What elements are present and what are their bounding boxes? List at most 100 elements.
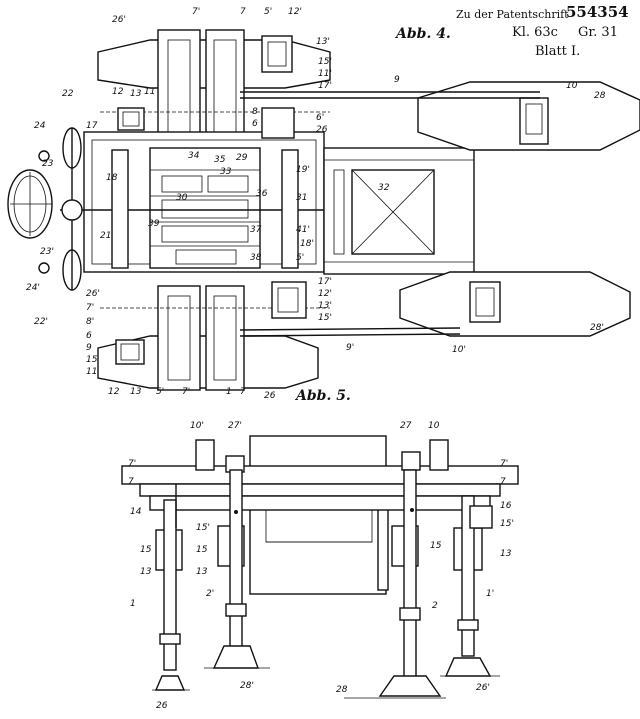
leg-1 bbox=[163, 499, 177, 671]
label5-2: 2 bbox=[432, 601, 438, 611]
label-33: 33 bbox=[220, 167, 232, 177]
label-12-top: 12 bbox=[112, 87, 124, 97]
label-21: 21 bbox=[100, 231, 111, 241]
label-12p-bottom: 12' bbox=[318, 289, 332, 299]
label-23: 23 bbox=[42, 159, 54, 169]
label-5p-bottom: 5' bbox=[156, 387, 164, 397]
label5-26: 26 bbox=[156, 701, 168, 711]
label-9: 9 bbox=[394, 75, 400, 85]
fig5-title: Abb. 5. bbox=[294, 388, 351, 404]
label5-10p: 10' bbox=[190, 421, 204, 431]
label-28p: 28' bbox=[590, 323, 604, 333]
foot-26p bbox=[444, 657, 492, 677]
label-12p-top: 12' bbox=[288, 7, 302, 17]
label-8: 8 bbox=[252, 107, 258, 117]
column-block-12p bbox=[261, 35, 293, 73]
label5-1: 1 bbox=[130, 599, 136, 609]
leg-1p bbox=[461, 495, 475, 657]
label-18: 18 bbox=[106, 173, 118, 183]
label-9-left: 9 bbox=[86, 343, 92, 353]
label-22: 22 bbox=[62, 89, 74, 99]
patent-sheet: Blatt I. bbox=[535, 44, 581, 59]
label5-27: 27 bbox=[400, 421, 412, 431]
label5-15p-right: 15' bbox=[500, 519, 514, 529]
fig5-drawing bbox=[121, 435, 519, 699]
housing-upper-right bbox=[205, 29, 245, 151]
column-block-12 bbox=[117, 107, 145, 131]
label-7-top: 7 bbox=[240, 7, 246, 17]
label-26: 26 bbox=[316, 125, 328, 135]
label-6: 6 bbox=[252, 119, 258, 129]
crossbar-7p bbox=[121, 465, 519, 485]
label-6-left: 6 bbox=[86, 331, 92, 341]
label-17-top: 17 bbox=[86, 121, 98, 131]
label-36: 36 bbox=[256, 189, 268, 199]
label-13p-top: 13' bbox=[316, 37, 330, 47]
label5-27p: 27' bbox=[228, 421, 242, 431]
leg-2p bbox=[229, 469, 243, 649]
label-9p: 9' bbox=[346, 343, 354, 353]
label-26-bottom: 26 bbox=[264, 391, 276, 401]
label-6p: 6' bbox=[316, 113, 324, 123]
label-13-bottom: 13 bbox=[130, 387, 142, 397]
fig5-labels: 10' 27' 27 10 7' 7 7' 7 14 16 15' 15 15'… bbox=[128, 421, 514, 711]
label-34: 34 bbox=[188, 151, 200, 161]
crossbar-7 bbox=[139, 483, 501, 497]
label5-7-left: 7 bbox=[128, 477, 134, 487]
label5-7p-right: 7' bbox=[500, 459, 508, 469]
label-30: 30 bbox=[176, 193, 188, 203]
leg-2 bbox=[403, 469, 417, 679]
label-11p-top: 11' bbox=[318, 69, 332, 79]
label5-16: 16 bbox=[500, 501, 512, 511]
label-37: 37 bbox=[250, 225, 262, 235]
label5-7p-left: 7' bbox=[128, 459, 136, 469]
foot-26 bbox=[154, 675, 186, 691]
label-17p-bottom: 17' bbox=[318, 277, 332, 287]
fig4-labels: 26' 7' 7 5' 12' 13' 15' 11' 17' 9 10 28 … bbox=[26, 7, 606, 404]
label5-28: 28 bbox=[336, 685, 348, 695]
label-39: 39 bbox=[148, 219, 160, 229]
label5-15p-inner: 15' bbox=[196, 523, 210, 533]
foot-28p bbox=[212, 645, 259, 669]
label-11-top: 11 bbox=[144, 87, 155, 97]
label-12-bottom: 12 bbox=[108, 387, 120, 397]
label-15-left: 15 bbox=[86, 355, 98, 365]
label5-13-right: 13 bbox=[500, 549, 512, 559]
label5-10: 10 bbox=[428, 421, 440, 431]
wheel-plate-28p bbox=[399, 271, 631, 337]
label-1: 1 bbox=[226, 387, 232, 397]
label-10p: 10' bbox=[452, 345, 466, 355]
label-41p: 41' bbox=[296, 225, 310, 235]
label5-7-right: 7 bbox=[500, 477, 506, 487]
label-19p: 19' bbox=[296, 165, 310, 175]
label-7p-left: 7' bbox=[86, 303, 94, 313]
label5-14: 14 bbox=[130, 507, 142, 517]
label5-13-left: 13 bbox=[140, 567, 152, 577]
label-15p-bottom: 15' bbox=[318, 313, 332, 323]
label5-15-inner-left: 15 bbox=[196, 545, 208, 555]
label-11-left: 11 bbox=[86, 367, 97, 377]
label-22p: 22' bbox=[34, 317, 48, 327]
patent-number: 554354 bbox=[566, 3, 629, 21]
label5-15-inner: 15 bbox=[430, 541, 442, 551]
label-23p: 23' bbox=[40, 247, 54, 257]
label-13-top: 13 bbox=[130, 89, 142, 99]
label-7p-top: 7' bbox=[192, 7, 200, 17]
label5-1p: 1' bbox=[486, 589, 494, 599]
label-28: 28 bbox=[594, 91, 606, 101]
central-body-5 bbox=[249, 435, 387, 595]
label5-2p: 2' bbox=[206, 589, 214, 599]
patent-group: Gr. 31 bbox=[578, 25, 618, 40]
label5-15-left: 15 bbox=[140, 545, 152, 555]
label-5p-top: 5' bbox=[264, 7, 272, 17]
foot-28 bbox=[378, 675, 442, 697]
fig4-drawing bbox=[7, 29, 640, 391]
label-31: 31 bbox=[296, 193, 307, 203]
housing-lower-left bbox=[157, 285, 201, 391]
label-26p-left: 26' bbox=[86, 289, 100, 299]
label-5p-right: 5' bbox=[296, 253, 304, 263]
label-24: 24 bbox=[34, 121, 46, 131]
label5-26p: 26' bbox=[476, 683, 490, 693]
patent-prefix: Zu der Patentschrift bbox=[456, 8, 569, 21]
